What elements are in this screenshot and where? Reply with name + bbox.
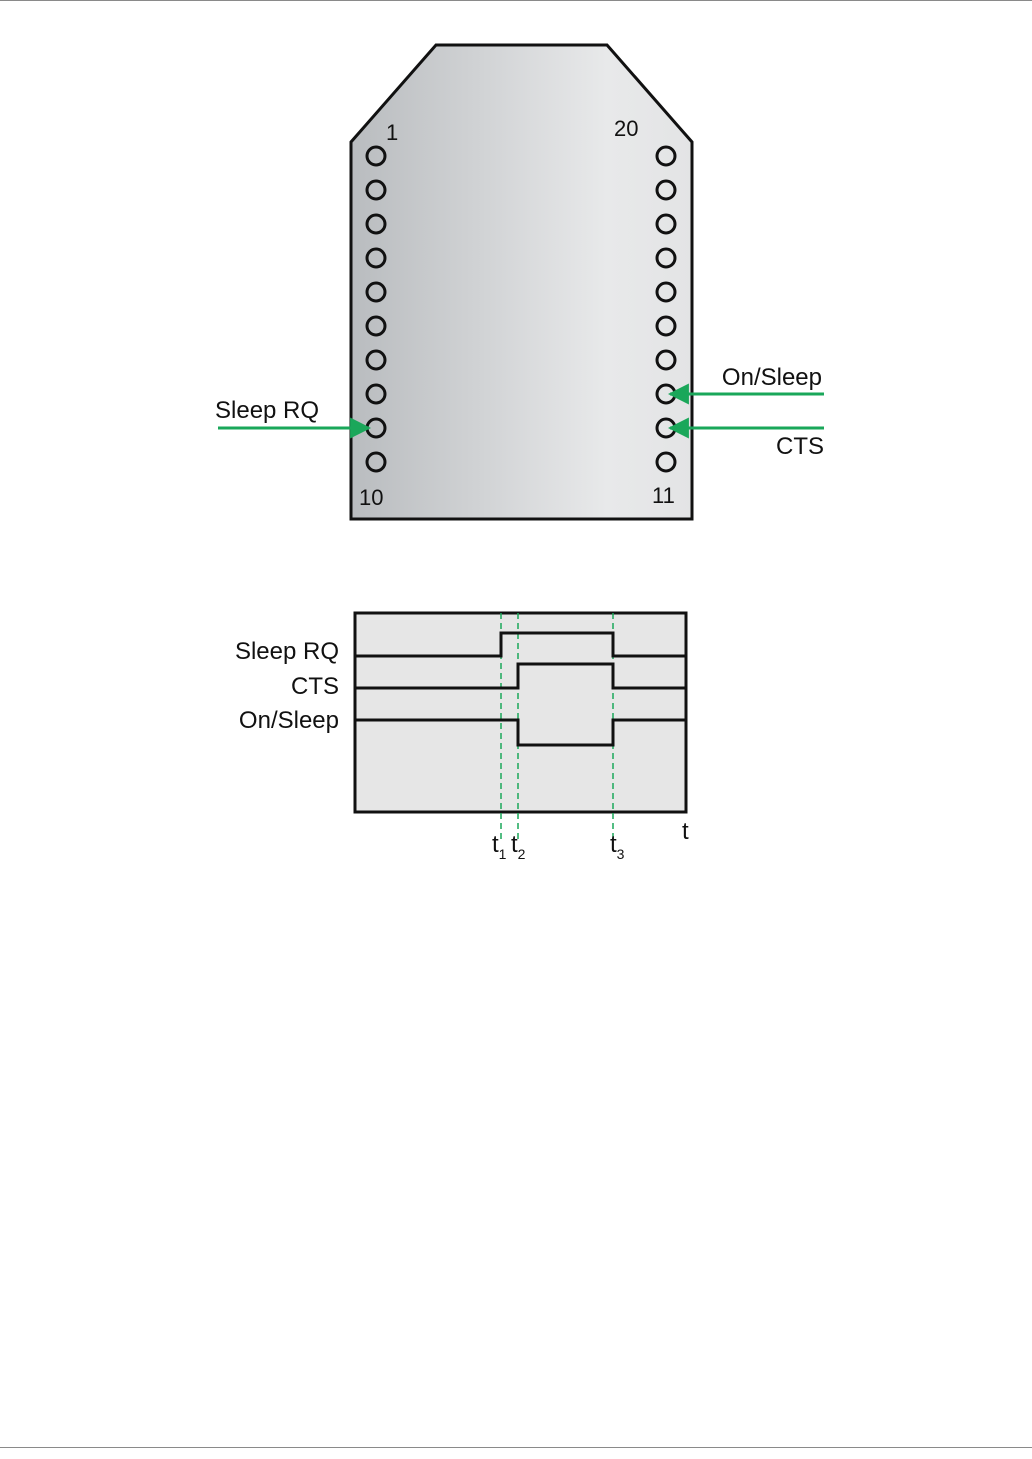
- timing-label-on-sleep: On/Sleep: [239, 707, 339, 734]
- pin-label-1: 1: [386, 120, 398, 145]
- sleep-rq-label: Sleep RQ: [215, 397, 319, 424]
- module-diagram: 1 20 10 11 Sleep RQ On/Sleep CTS: [215, 45, 824, 519]
- pin-label-20: 20: [614, 116, 638, 141]
- module-body: [351, 45, 692, 519]
- cts-label: CTS: [776, 433, 824, 460]
- timing-diagram: Sleep RQ CTS On/Sleep t1 t2 t3 t: [235, 613, 689, 862]
- marker-t3-label: t3: [610, 831, 625, 862]
- on-sleep-label: On/Sleep: [722, 364, 822, 391]
- timing-label-cts: CTS: [291, 673, 339, 700]
- marker-t1-label: t1: [492, 831, 507, 862]
- timing-label-sleep-rq: Sleep RQ: [235, 638, 339, 665]
- sleep-rq-arrow: Sleep RQ: [215, 397, 369, 428]
- timing-frame: [355, 613, 686, 812]
- time-axis-label: t: [682, 818, 689, 845]
- pin-label-10: 10: [359, 485, 383, 510]
- pin-label-11: 11: [652, 483, 675, 508]
